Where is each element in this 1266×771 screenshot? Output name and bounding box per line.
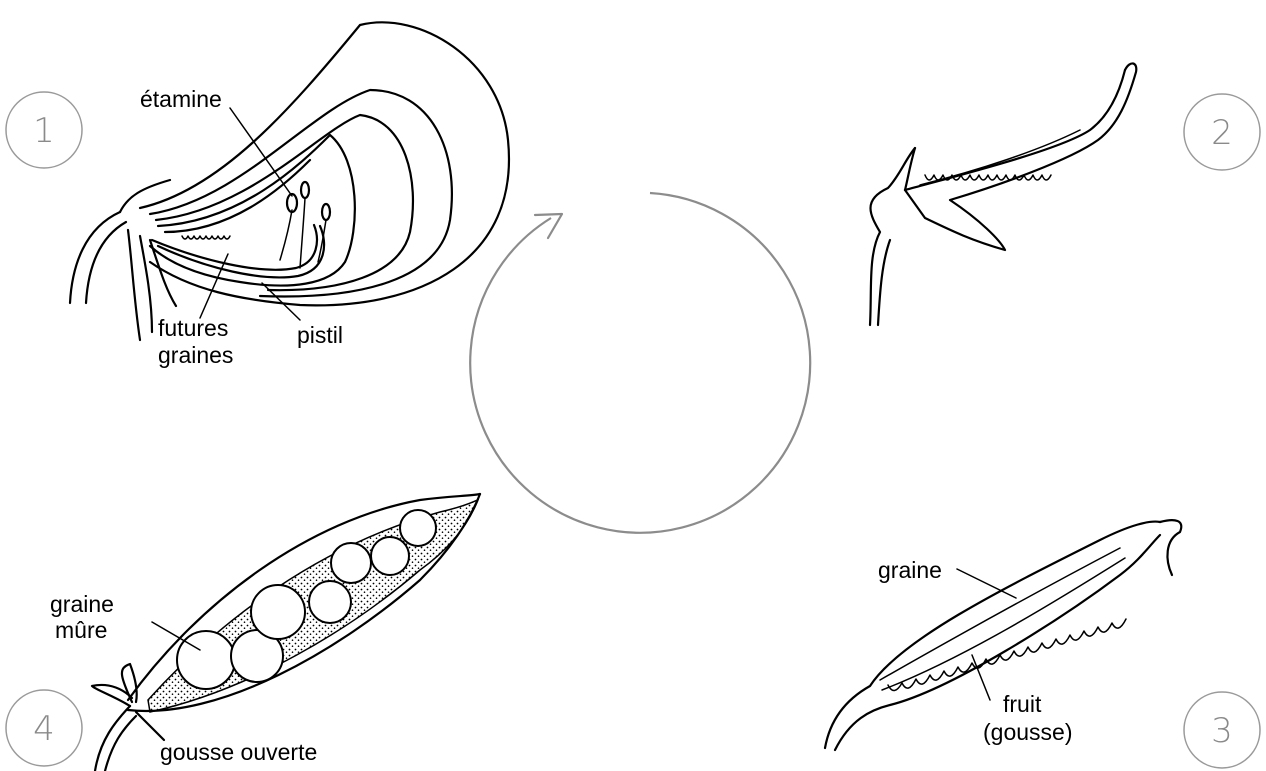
label-graine-mure-2: mûre: [55, 617, 107, 643]
label-etamine: étamine: [140, 86, 222, 112]
label-graine: graine: [878, 557, 942, 583]
stage-1-number: 1: [33, 111, 55, 151]
label-fruit: fruit: [1003, 691, 1042, 717]
label-graines: graines: [158, 342, 233, 368]
stage-2-number: 2: [1211, 113, 1233, 153]
label-futures: futures: [158, 315, 228, 341]
stage-2-young-pod-drawing: [870, 63, 1136, 325]
stage-1-flower-drawing: [70, 22, 509, 340]
stage-2-badge: 2: [1184, 94, 1260, 170]
stage-4-badge: 4: [6, 690, 82, 766]
label-pistil: pistil: [297, 322, 343, 348]
label-graine-mure-1: graine: [50, 591, 114, 617]
label-gousse-ouverte: gousse ouverte: [160, 739, 317, 765]
label-gousse: (gousse): [983, 719, 1072, 745]
cycle-arrow: [470, 193, 810, 533]
stage-3-number: 3: [1211, 711, 1233, 751]
stage-4-number: 4: [33, 709, 55, 749]
stage-3-badge: 3: [1184, 692, 1260, 768]
stage-1-badge: 1: [6, 92, 82, 168]
stage-4-open-pod-drawing: [92, 494, 480, 771]
